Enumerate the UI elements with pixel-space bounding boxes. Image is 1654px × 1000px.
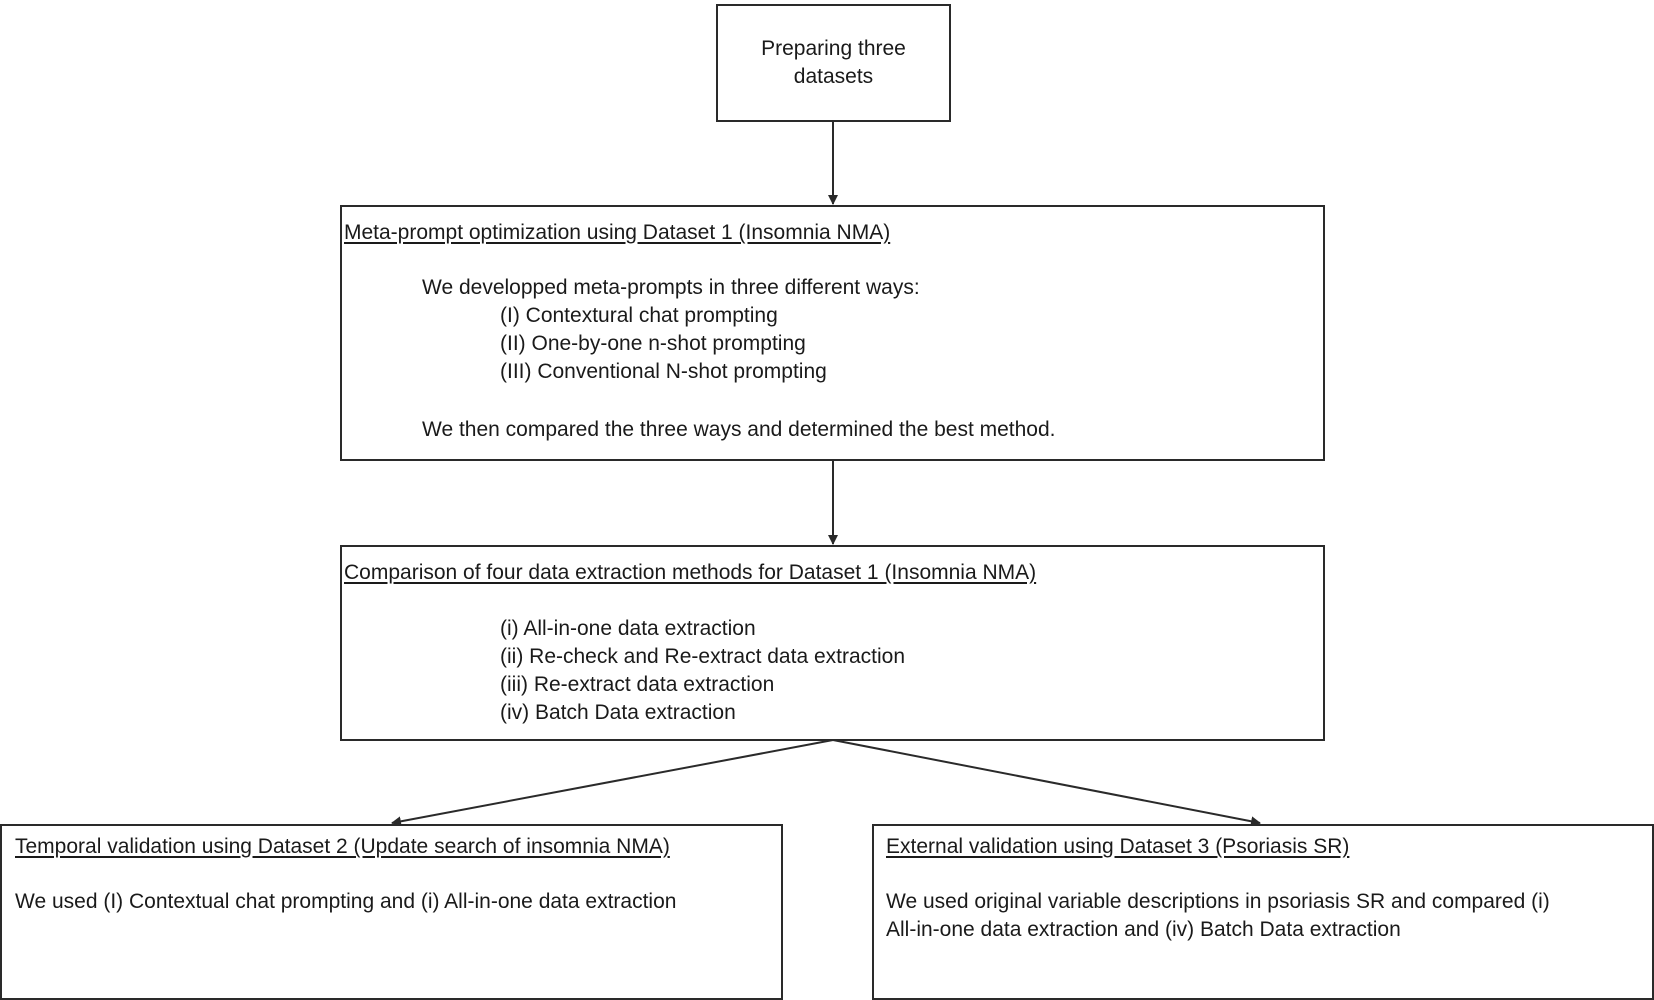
meta-prompt-heading: Meta-prompt optimization using Dataset 1… [344,221,891,244]
temporal-validation-text: We used (I) Contextual chat prompting an… [15,890,677,913]
meta-prompt-item: (I) Contextural chat prompting [500,304,778,327]
meta-prompt-intro: We developped meta-prompts in three diff… [422,276,920,299]
external-validation-box [872,824,1654,1000]
external-validation-text: We used original variable descriptions i… [886,890,1550,913]
comparison-item: (i) All-in-one data extraction [500,617,756,640]
comparison-item: (iv) Batch Data extraction [500,701,736,724]
comparison-item: (iii) Re-extract data extraction [500,673,775,696]
comparison-heading: Comparison of four data extraction metho… [344,561,1037,584]
meta-prompt-conclusion: We then compared the three ways and dete… [422,418,1056,441]
meta-prompt-item: (II) One-by-one n-shot prompting [500,332,806,355]
meta-prompt-box [340,205,1325,461]
temporal-validation-heading: Temporal validation using Dataset 2 (Upd… [15,835,670,858]
start-box: Preparing three datasets [716,4,951,122]
start-box-text: Preparing three datasets [761,37,906,88]
meta-prompt-item: (III) Conventional N-shot prompting [500,360,827,383]
external-validation-text: All-in-one data extraction and (iv) Batc… [886,918,1401,941]
arrow-comparison-to-temporal [391,739,834,827]
external-validation-heading: External validation using Dataset 3 (Pso… [886,835,1350,858]
comparison-box [340,545,1325,741]
temporal-validation-box [0,824,783,1000]
comparison-item: (ii) Re-check and Re-extract data extrac… [500,645,905,668]
arrow-comparison-to-external [832,739,1261,827]
